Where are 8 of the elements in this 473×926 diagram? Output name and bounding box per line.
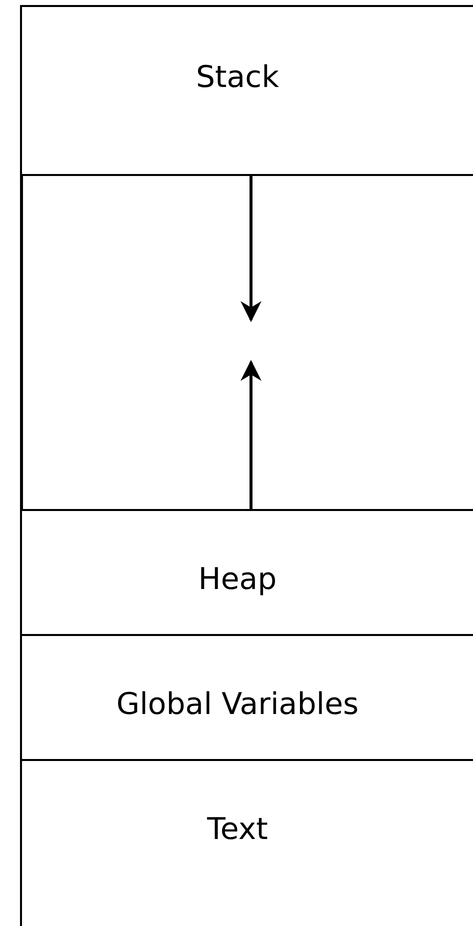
memory-segment (20, 509, 473, 636)
memory-segment (20, 5, 473, 176)
segment-label: Heap (198, 562, 277, 596)
segment-label: Global Variables (116, 688, 359, 722)
arrow (240, 175, 262, 322)
segment-label: Stack (196, 60, 280, 94)
segment-label: Text (207, 812, 268, 846)
arrow (240, 360, 262, 510)
